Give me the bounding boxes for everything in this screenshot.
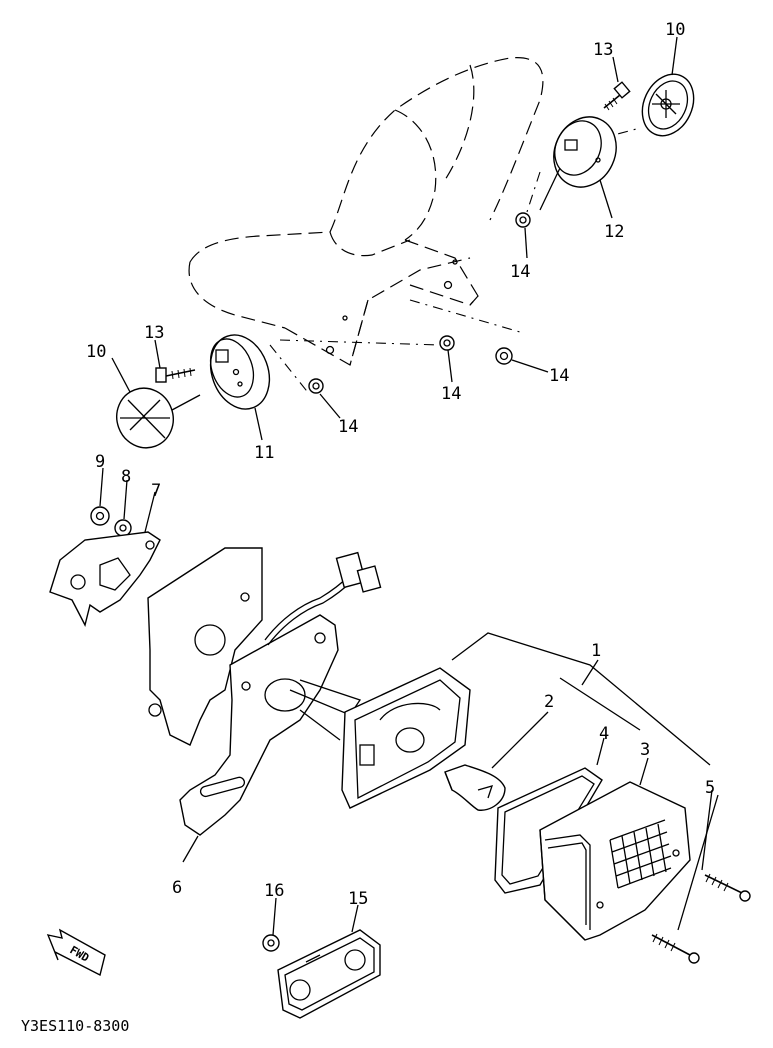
callout-labels: 1 2 3 4 5 6 7 8 9 10 10 11 12 13 13 14 1…: [86, 20, 715, 909]
callout-7: 7: [151, 481, 161, 501]
callout-6: 6: [172, 878, 182, 898]
nut-14-c: [439, 335, 455, 351]
lens: [539, 781, 691, 941]
callout-14-b: 14: [338, 417, 358, 437]
fwd-arrow-icon: FWD: [46, 928, 106, 977]
callout-1: 1: [591, 641, 601, 661]
callout-9: 9: [95, 452, 105, 472]
screw-5-lower: [651, 933, 700, 964]
leader-lines: [99, 36, 719, 936]
drawing-code: Y3ES110-8300: [21, 1017, 129, 1035]
nut-14-d: [495, 347, 513, 365]
nut-14-b: [308, 378, 324, 394]
screw-5-upper: [704, 873, 751, 902]
callout-2: 2: [544, 692, 554, 712]
callout-16: 16: [264, 881, 284, 901]
callout-14-a: 14: [510, 262, 530, 282]
screw-13-left: [155, 367, 196, 383]
callout-3: 3: [640, 740, 650, 760]
license-plate-bracket: [147, 547, 339, 836]
nut-14-a: [515, 212, 531, 228]
bulb: [444, 764, 506, 811]
rear-seat-outline: [188, 57, 641, 396]
wire-harness: [264, 551, 382, 646]
callout-12: 12: [604, 222, 624, 242]
callout-10-left: 10: [86, 342, 106, 362]
callout-8: 8: [121, 467, 131, 487]
nut-16: [262, 934, 280, 952]
bracket-7: [49, 531, 161, 627]
callout-4: 4: [599, 724, 609, 744]
lens-grid: [609, 819, 672, 889]
callout-10-right: 10: [665, 20, 685, 40]
callout-13-left: 13: [144, 323, 164, 343]
plate-reflector: [277, 929, 381, 1019]
reflector-right: [641, 73, 695, 137]
callout-5: 5: [705, 778, 715, 798]
taillight-housing: [341, 667, 471, 809]
callout-15: 15: [348, 889, 368, 909]
callout-14-c: 14: [441, 384, 461, 404]
reflector-left: [116, 387, 201, 449]
screw-13-right: [603, 81, 631, 111]
callout-11: 11: [254, 443, 274, 463]
reflector-holder-right: [539, 116, 617, 211]
nut-9: [90, 506, 110, 526]
callout-13-right: 13: [593, 40, 613, 60]
washer-8: [114, 519, 132, 537]
callout-14-d: 14: [549, 366, 569, 386]
reflector-holder-left: [209, 334, 271, 410]
